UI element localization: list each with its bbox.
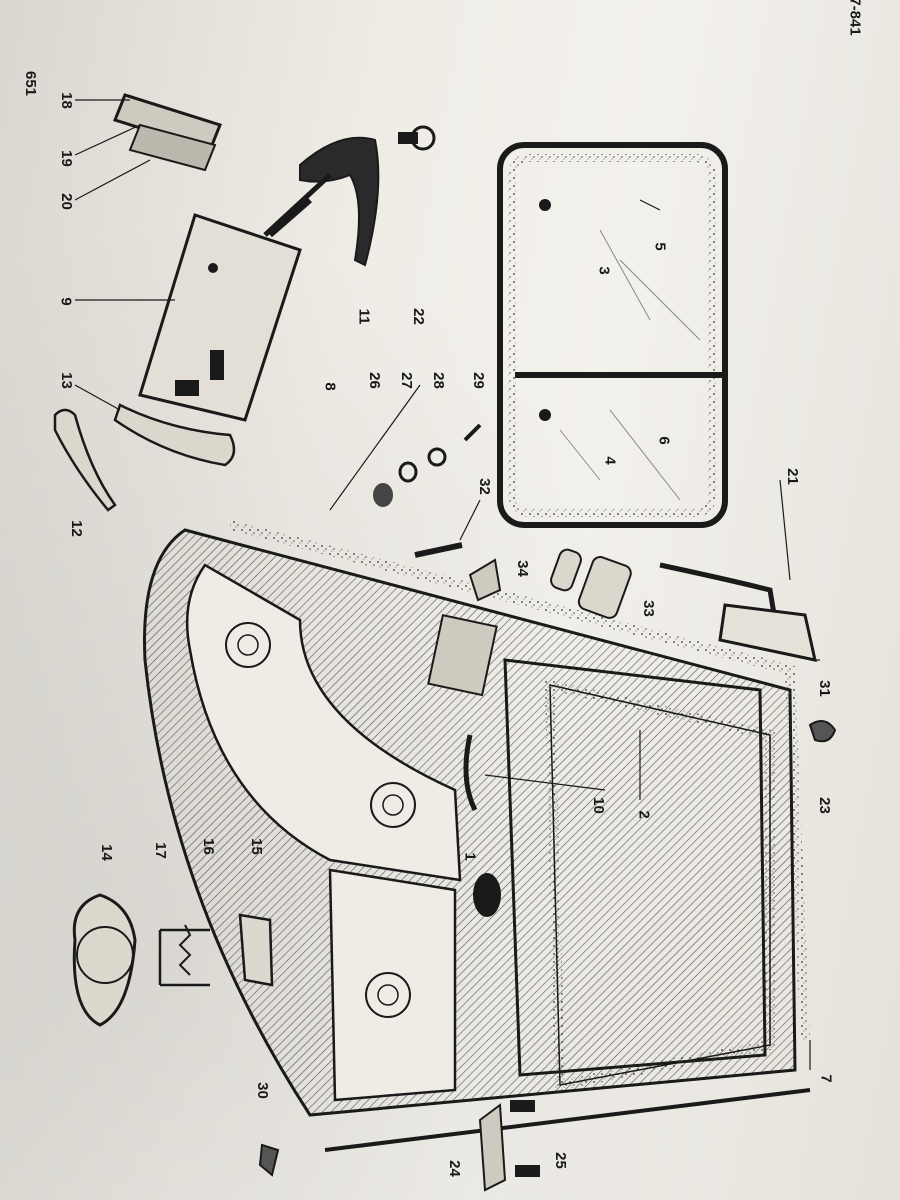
bushing — [373, 483, 393, 507]
callout-12: 12 — [67, 520, 85, 537]
callout-19: 19 — [57, 150, 75, 167]
lock-cover-plate — [72, 893, 137, 1027]
hinge-pin — [550, 548, 582, 592]
clip — [808, 720, 837, 743]
retaining-clip — [158, 928, 210, 987]
callout-22: 22 — [409, 308, 427, 325]
screw-lower — [515, 1165, 540, 1177]
callout-32: 32 — [475, 478, 493, 495]
callout-24: 24 — [445, 1160, 463, 1177]
window-frame — [503, 658, 775, 1092]
callout-14: 14 — [97, 844, 115, 861]
callout-17: 17 — [151, 842, 169, 859]
callout-33: 33 — [639, 600, 657, 617]
hinge — [577, 556, 632, 619]
outer-handle — [299, 136, 380, 267]
pull-handle — [53, 408, 117, 512]
callout-30: 30 — [253, 1082, 271, 1099]
catalog-ref: 7-841 — [846, 0, 864, 36]
callout-9: 9 — [57, 297, 75, 306]
washer — [427, 447, 447, 467]
callout-29: 29 — [469, 372, 487, 389]
callout-4: 4 — [601, 456, 619, 465]
callout-23: 23 — [815, 797, 833, 814]
callout-8: 8 — [321, 382, 339, 391]
callout-1: 1 — [461, 852, 479, 861]
callout-26: 26 — [365, 372, 383, 389]
hinge-bracket — [468, 558, 502, 602]
small-fitting — [258, 1143, 280, 1177]
callout-5: 5 — [651, 242, 669, 251]
door-check-arm — [478, 1103, 507, 1192]
callout-16: 16 — [199, 838, 217, 855]
callout-18: 18 — [57, 92, 75, 109]
lock-assembly — [138, 197, 312, 422]
lock-lever — [238, 913, 274, 987]
callout-11: 11 — [355, 308, 373, 325]
door-panel — [143, 528, 797, 1117]
striker-plate — [113, 93, 222, 172]
hinge-bolt — [414, 542, 463, 558]
armrest-trim — [113, 403, 236, 467]
lock-cylinder — [76, 926, 134, 984]
lower-rail — [324, 1088, 811, 1152]
spacer — [398, 461, 418, 483]
page-number: 651 — [22, 70, 40, 97]
callout-10: 10 — [589, 797, 607, 814]
callout-3: 3 — [595, 266, 613, 275]
callout-13: 13 — [57, 372, 75, 389]
callout-7: 7 — [817, 1074, 835, 1083]
small-screw — [463, 423, 482, 442]
callout-34: 34 — [513, 560, 531, 577]
callout-28: 28 — [429, 372, 447, 389]
callout-20: 20 — [57, 193, 75, 210]
sliding-window — [497, 142, 728, 528]
handle-spindle — [263, 173, 332, 237]
leader-lines — [74, 99, 820, 1070]
callout-2: 2 — [635, 810, 653, 819]
callout-25: 25 — [551, 1152, 569, 1169]
callout-6: 6 — [655, 436, 673, 445]
door-seal-strip — [228, 520, 810, 1041]
screw — [398, 125, 436, 151]
callout-21: 21 — [783, 468, 801, 485]
callout-15: 15 — [247, 838, 265, 855]
spring — [178, 924, 192, 976]
callout-27: 27 — [397, 372, 415, 389]
callout-31: 31 — [815, 680, 833, 697]
screw-upper — [510, 1100, 535, 1112]
